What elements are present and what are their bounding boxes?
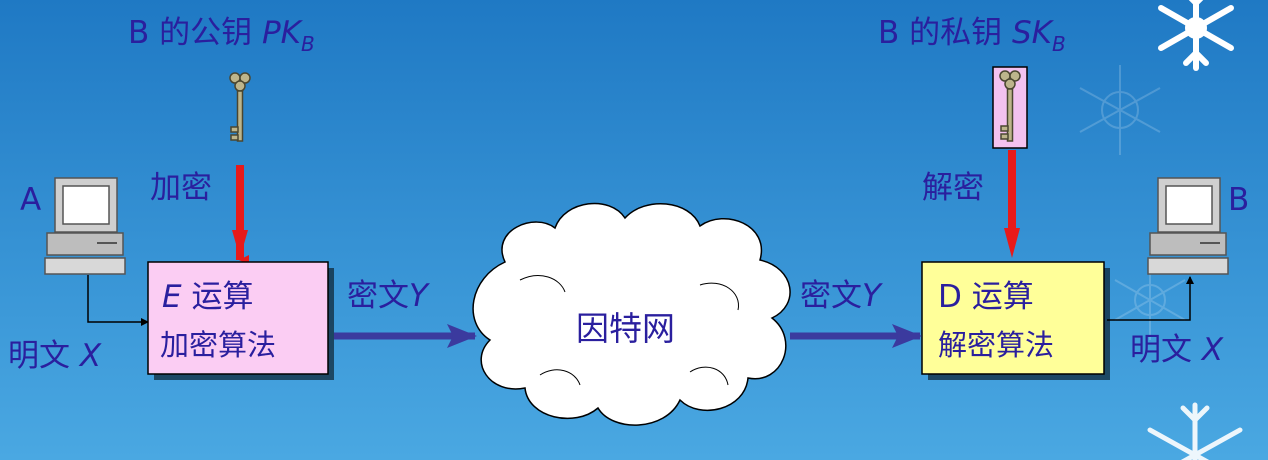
- public-key-label: B 的公钥 PKB: [128, 15, 315, 56]
- sender-label: A: [20, 182, 41, 218]
- encrypt-key-arrowhead: [232, 230, 248, 258]
- encrypt-box-subtitle: 加密算法: [160, 328, 276, 362]
- receiver-label: B: [1228, 182, 1249, 218]
- decrypt-box: D 运算 解密算法: [921, 261, 1110, 380]
- ciphertext-label-receiver: 密文Y: [800, 278, 883, 314]
- plaintext-out-connector: [1107, 276, 1194, 321]
- snowflake-icon: [1079, 65, 1186, 340]
- ciphertext-label-sender: 密文Y: [347, 278, 430, 314]
- encrypt-box-title: E 运算: [162, 279, 253, 315]
- cloud-icon: [472, 202, 791, 426]
- plaintext-in-connector: [87, 275, 149, 326]
- private-key-label: B 的私钥 SKB: [878, 15, 1066, 56]
- snowflake-icon: [1147, 402, 1243, 460]
- plaintext-label-sender: 明文 X: [8, 338, 102, 374]
- snowflake-icon: [1158, 0, 1234, 71]
- private-key-icon: [992, 66, 1028, 149]
- encrypt-box: E 运算 加密算法: [147, 261, 334, 380]
- decrypt-label: 解密: [922, 170, 984, 206]
- computer-icon: [44, 177, 126, 275]
- encrypt-label: 加密: [150, 170, 212, 206]
- decrypt-box-title: D 运算: [938, 279, 1034, 315]
- public-key-icon: [229, 72, 251, 142]
- plaintext-label-receiver: 明文 X: [1130, 332, 1224, 368]
- network-label: 因特网: [576, 309, 675, 348]
- decrypt-box-subtitle: 解密算法: [938, 328, 1054, 362]
- computer-icon: [1147, 177, 1229, 275]
- decrypt-key-arrowhead: [1004, 228, 1020, 258]
